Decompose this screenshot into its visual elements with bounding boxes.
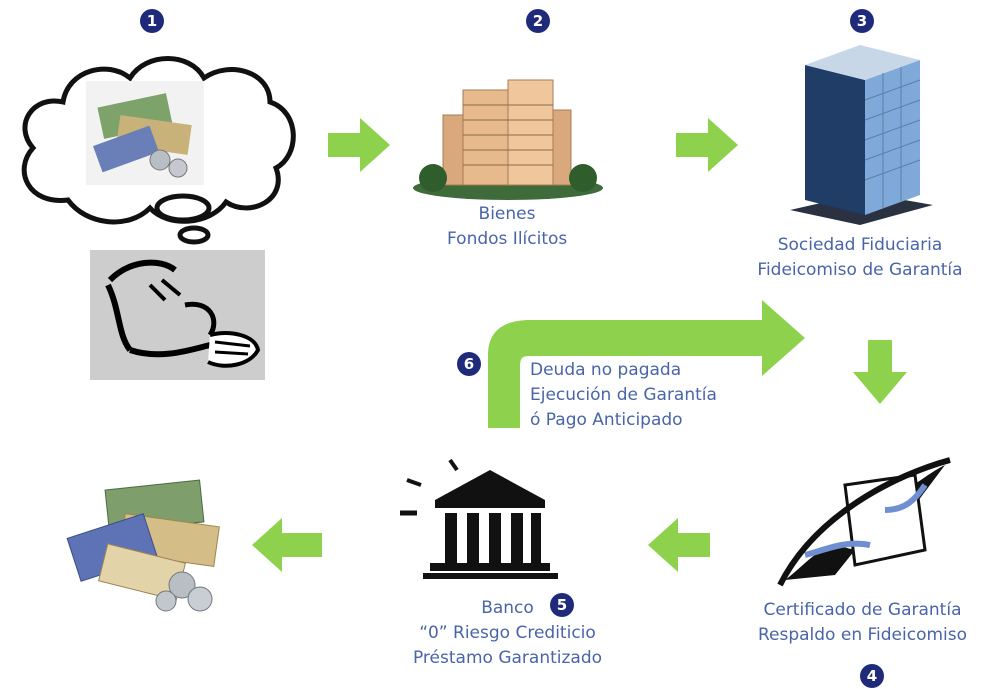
arrow-step6-return (488, 300, 805, 428)
step-4-label: Certificado de Garantía Respaldo en Fide… (757, 600, 968, 645)
arrow-step2-to-step3 (676, 118, 738, 172)
step-2-badge: 2 (526, 9, 550, 33)
arrow-step3-to-step4 (853, 340, 907, 404)
step-3-label: Sociedad Fiduciaria Fideicomiso de Garan… (757, 235, 963, 280)
step-1-badge: 1 (140, 9, 164, 33)
step-5-badge: 5 (550, 593, 574, 617)
office-tower-icon (790, 45, 933, 225)
handshake-document-icon (777, 457, 951, 587)
step-2-label: Bienes Fondos Ilícitos (447, 204, 568, 249)
step-6-label: Deuda no pagada Ejecución de Garantía ó … (530, 360, 717, 430)
bank-icon (400, 458, 558, 579)
step-5-label: Banco “0” Riesgo Crediticio Préstamo Gar… (412, 598, 603, 668)
arrow-step5-to-money (252, 518, 322, 572)
step-4-badge: 4 (860, 664, 884, 688)
thought-cloud-money-icon (21, 56, 296, 245)
arrow-step4-to-step5 (648, 518, 710, 572)
step-3-badge: 3 (850, 9, 874, 33)
thinking-man-icon (90, 250, 265, 380)
money-pile-icon (66, 479, 220, 612)
arrow-step1-to-step2 (328, 118, 390, 172)
step-6-badge: 6 (457, 352, 481, 376)
apartment-building-icon (413, 79, 603, 200)
